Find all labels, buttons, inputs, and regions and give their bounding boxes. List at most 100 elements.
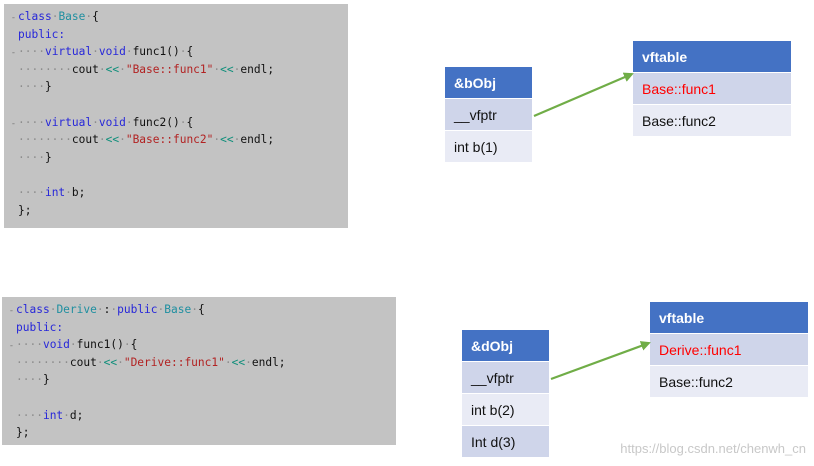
code-token: cout [71,62,99,76]
code-token: · [179,115,187,129]
code-token: { [130,338,138,352]
derive-object-table: &dObj __vfptr int b(2) Int d(3) [462,330,549,458]
base-object-header: &bObj [445,67,532,99]
code-line: -····virtual·void·func2()·{ [9,114,348,132]
code-token: { [92,10,99,23]
code-token: << [105,133,120,147]
base-object-table: &bObj __vfptr int b(1) [445,67,532,163]
code-token: d; [69,408,84,422]
code-token: public [117,303,158,316]
code-token: public: [18,27,66,41]
code-token: · [224,355,232,369]
derive-vftable-func2: Base::func2 [650,366,808,398]
code-line: ····int·d; [7,407,396,425]
code-line: ····int·b; [9,184,348,202]
code-token: · [85,10,93,23]
code-token: · [123,338,131,352]
code-token: { [197,303,205,316]
derive-object-vfptr: __vfptr [462,362,549,394]
code-token: "Derive::func1" [123,355,225,369]
fold-marker: - [8,306,15,316]
code-token: func2() [132,115,180,129]
code-token: Base [164,303,192,316]
code-token: ···· [16,408,43,422]
code-token: int [44,185,66,199]
code-token: · [96,355,104,369]
code-token: · [69,338,77,352]
code-token: endl; [251,355,286,369]
code-token: func1() [76,338,124,352]
code-token: } [42,373,50,387]
code-token: · [245,355,252,369]
fold-marker: - [10,13,17,23]
code-token: virtual [44,45,93,59]
code-token: ········ [16,355,70,369]
fold-marker: - [10,118,17,129]
code-token: int [42,408,64,422]
code-token: "Base::func1" [125,62,214,76]
code-token: Base [58,10,86,23]
code-token: << [103,355,118,369]
code-token: endl; [240,62,275,76]
code-token: << [105,62,120,76]
code-token: · [233,62,241,76]
code-line: }; [9,202,348,220]
code-token: void [98,115,126,129]
code-line: }; [7,424,396,442]
code-line: -class·Derive·:·public·Base·{ [7,301,396,319]
code-token: void [98,45,126,59]
derive-vfptr-arrow [550,341,651,381]
code-token: · [63,408,70,422]
code-token: << [231,355,246,369]
code-token: · [119,62,126,76]
code-token: class [18,10,52,23]
code-line: ········cout·<<·"Base::func2"·<<·endl; [9,131,348,149]
code-token: ···· [18,185,45,199]
code-token: }; [18,203,32,217]
code-token: class [16,303,50,316]
code-token: · [233,133,241,147]
base-vfptr-arrow [533,72,634,118]
base-vftable-func1: Base::func1 [633,73,791,105]
code-token: · [92,115,99,129]
code-line: ····} [7,371,396,389]
code-token: · [51,10,59,23]
code-token: ···· [18,150,45,164]
derive-class-code: -class·Derive·:·public·Base·{public:-···… [2,297,396,445]
code-token: · [125,115,133,129]
code-token: } [44,150,52,164]
code-token: ···· [18,45,45,59]
code-token: · [49,303,57,316]
fold-marker: - [10,48,17,59]
code-token: ···· [18,115,45,129]
code-token: · [213,62,221,76]
derive-object-member-d: Int d(3) [462,426,549,458]
code-token: { [186,115,194,129]
code-token: · [92,45,99,59]
code-line: -class·Base·{ [9,8,348,26]
derive-vftable-func1: Derive::func1 [650,334,808,366]
code-token: ········ [18,133,72,147]
code-line [9,96,348,114]
base-vftable-header: vftable [633,41,791,73]
code-line: ····} [9,149,348,167]
watermark: https://blog.csdn.net/chenwh_cn [620,441,806,456]
derive-object-header: &dObj [462,330,549,362]
base-object-member-b: int b(1) [445,131,532,163]
code-token: public: [16,320,64,334]
derive-object-member-b: int b(2) [462,394,549,426]
code-line: ········cout·<<·"Base::func1"·<<·endl; [9,61,348,79]
code-token: · [213,133,221,147]
code-line: public: [7,319,396,337]
code-token: · [98,62,106,76]
code-line [7,389,396,407]
derive-vftable-header: vftable [650,302,808,334]
code-token: ···· [16,338,43,352]
code-token: : [103,303,111,316]
base-object-vfptr: __vfptr [445,99,532,131]
code-line: ····} [9,78,348,96]
code-token: cout [69,355,97,369]
code-token: · [65,185,72,199]
code-line: public: [9,26,348,44]
code-token: · [179,45,187,59]
